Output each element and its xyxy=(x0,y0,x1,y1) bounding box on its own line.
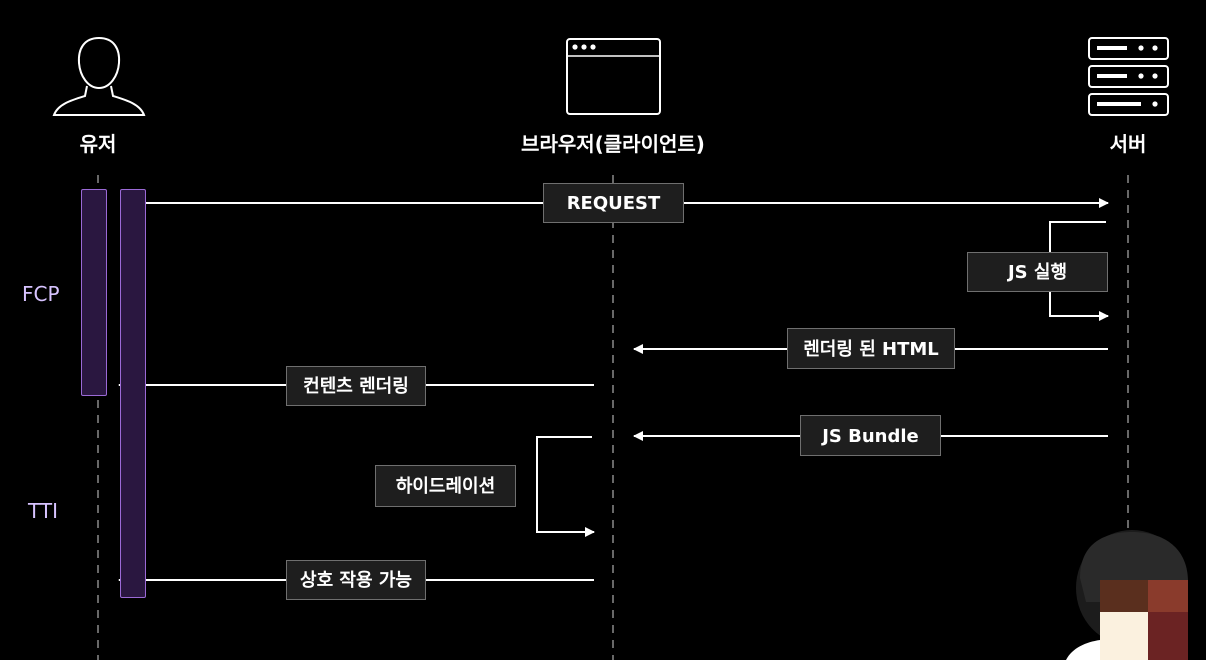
js-bundle-label: JS Bundle xyxy=(800,415,941,456)
fcp-activation-bar xyxy=(81,189,107,396)
actor-browser-label: 브라우저(클라이언트) xyxy=(521,132,705,156)
tti-label: TTI xyxy=(28,499,58,523)
rendered-html-label: 렌더링 된 HTML xyxy=(787,328,955,369)
server-rack-icon xyxy=(1088,37,1169,116)
hydration-label: 하이드레이션 xyxy=(375,465,516,507)
actor-server-label: 서버 xyxy=(1109,132,1147,156)
request-label: REQUEST xyxy=(543,183,684,223)
interactive-label: 상호 작용 가능 xyxy=(286,560,426,600)
presenter-portrait xyxy=(1066,530,1188,660)
fcp-label: FCP xyxy=(22,282,60,306)
tti-activation-bar xyxy=(120,189,146,598)
js-exec-label: JS 실행 xyxy=(967,252,1108,292)
hydration-loop xyxy=(536,436,595,537)
person-silhouette-icon xyxy=(52,36,146,116)
browser-window-icon xyxy=(566,38,661,115)
content-render-label: 컨텐츠 렌더링 xyxy=(286,366,426,406)
actor-user-label: 유저 xyxy=(79,132,117,156)
